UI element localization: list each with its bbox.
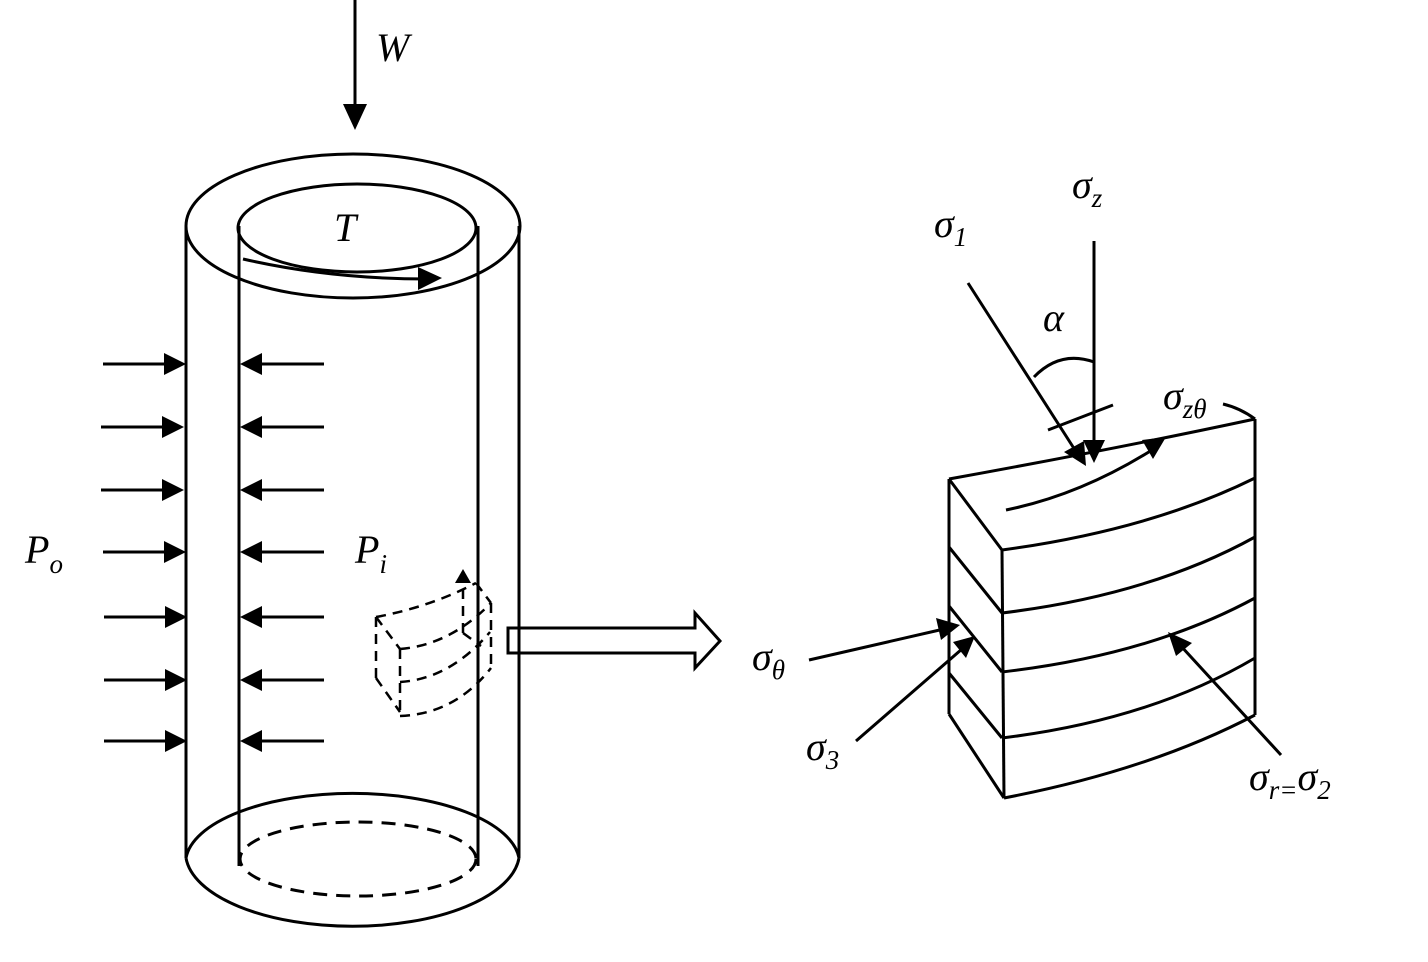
label-sigma-ztheta-sub: zθ: [1182, 394, 1207, 424]
label-w: W: [376, 25, 410, 70]
element-mid-curve-1: [1001, 535, 1256, 615]
label-sigma-r-main: σ: [1249, 754, 1269, 799]
cylinder: [184, 152, 522, 928]
label-sigma-1: σ1: [934, 201, 967, 251]
element-top-front-curve: [1001, 476, 1256, 552]
sigma-theta-arrow: [808, 618, 960, 662]
sigma-3-arrow: [855, 636, 975, 743]
label-sigma-3: σ3: [806, 724, 839, 774]
torque-arrow: [242, 257, 442, 290]
cylinder-bottom-outer-back-arc: [184, 791, 521, 859]
inner-pressure-arrows: [240, 353, 324, 752]
label-pi-sub: i: [379, 549, 387, 579]
axial-load-arrow: [343, 0, 367, 130]
label-sigma-3-sub: 3: [825, 745, 840, 775]
label-sigma-2-sub: 2: [1317, 775, 1331, 805]
element-bottom-curve: [1003, 713, 1256, 800]
label-po: Po: [25, 527, 63, 578]
label-po-main: P: [25, 527, 50, 572]
label-sigma-theta-main: σ: [752, 634, 772, 679]
label-sigma-z: σz: [1072, 162, 1102, 212]
label-sigma-ztheta: σzθ: [1163, 373, 1207, 423]
dashed-stress-element: [374, 572, 493, 718]
label-sigma-r-sub: r=: [1268, 775, 1298, 805]
label-sigma-theta: σθ: [752, 634, 785, 684]
label-sigma-r-sigma-2: σr=σ2: [1249, 754, 1331, 804]
element-top-back-edge: [948, 417, 1256, 481]
label-po-sub: o: [49, 549, 63, 579]
stress-element: [947, 402, 1257, 800]
dashed-element-arrowhead: [455, 569, 471, 583]
label-sigma-z-main: σ: [1072, 162, 1092, 207]
label-alpha: α: [1043, 295, 1064, 340]
sigma-r-arrow: [1168, 632, 1283, 757]
hollow-transfer-arrow: [506, 609, 723, 672]
label-sigma-theta-sub: θ: [771, 655, 785, 685]
label-sigma-1-sub: 1: [953, 222, 968, 252]
sigma-z-arrow: [1083, 241, 1105, 463]
label-pi: Pi: [355, 527, 387, 578]
label-sigma-2-main: σ: [1297, 754, 1318, 799]
label-sigma-3-main: σ: [806, 724, 826, 769]
outer-pressure-arrows: [101, 353, 187, 752]
element-mid-curve-2: [1001, 596, 1256, 674]
cylinder-bottom-inner-dashed-ellipse: [238, 820, 478, 898]
cylinder-bottom-outer-front-arc: [184, 857, 521, 928]
label-pi-main: P: [355, 527, 380, 572]
label-t: T: [334, 205, 357, 250]
label-sigma-1-main: σ: [934, 201, 954, 246]
cylinder-top-inner-ellipse: [236, 182, 478, 274]
element-mid-curve-3: [1001, 656, 1256, 740]
label-sigma-ztheta-main: σ: [1163, 373, 1183, 418]
alpha-angle-arc: [1032, 356, 1095, 379]
shear-stress-arrow: [1005, 403, 1166, 512]
sigma-1-arrow: [966, 282, 1086, 466]
label-sigma-z-sub: z: [1091, 183, 1103, 213]
element-front-edge: [1000, 549, 1006, 799]
